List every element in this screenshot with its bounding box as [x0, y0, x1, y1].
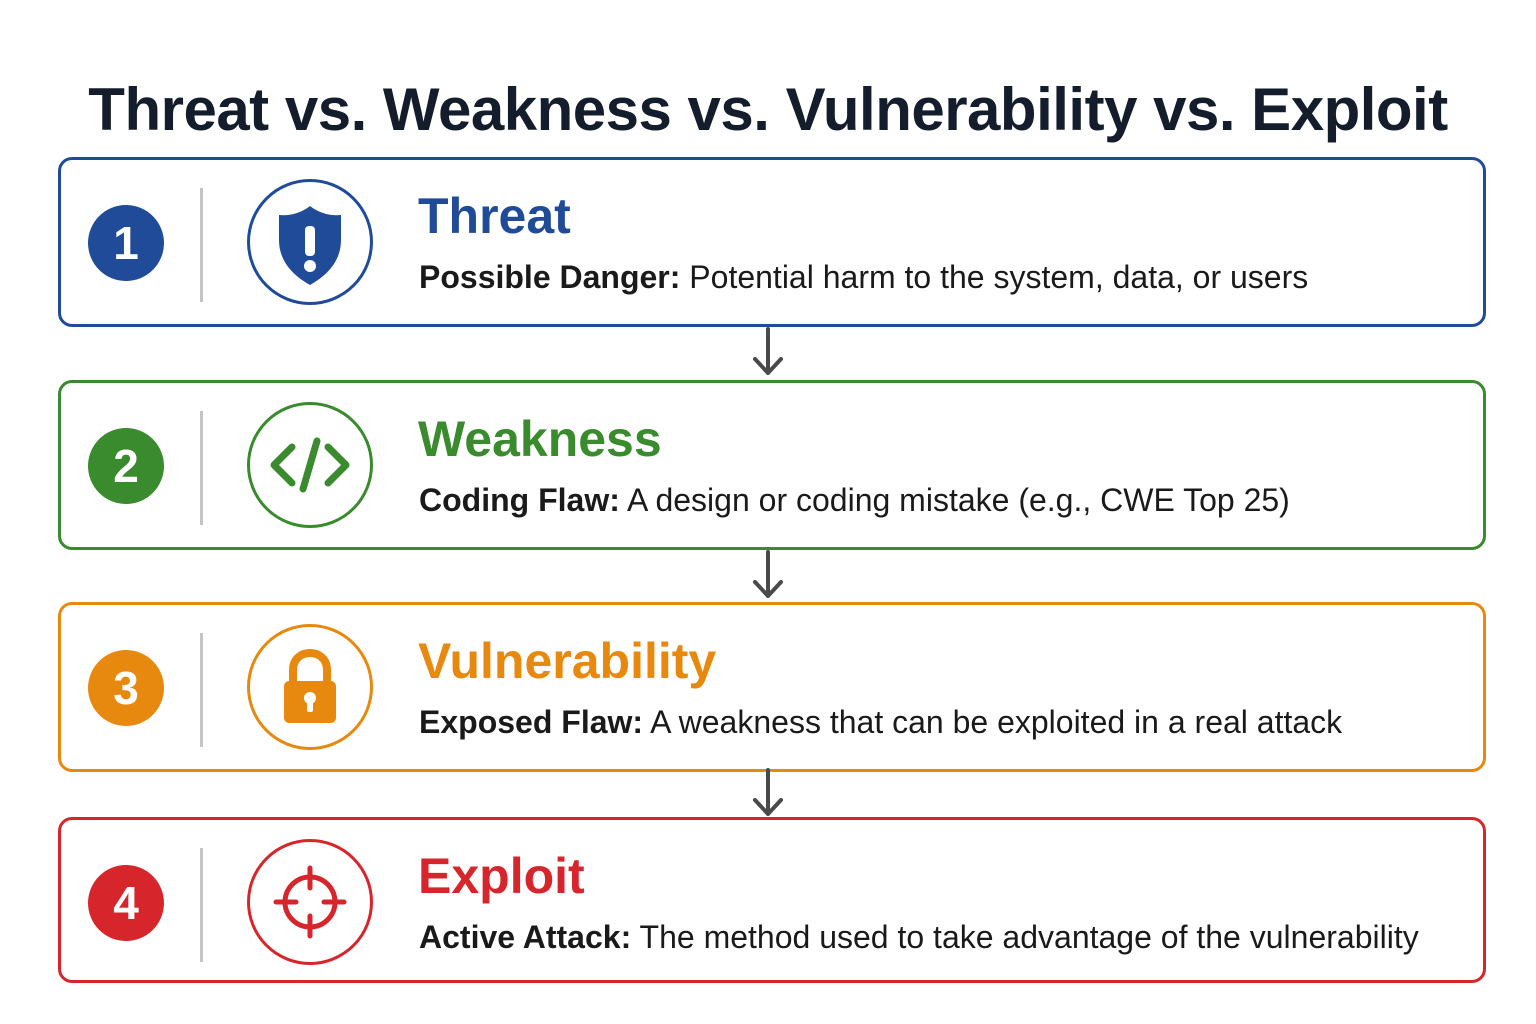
step-card-threat: 1 Threat Possible Danger: Potential harm…	[58, 157, 1486, 327]
icon-circle	[247, 839, 373, 965]
step-number-badge: 4	[88, 865, 164, 941]
step-description-text: A design or coding mistake (e.g., CWE To…	[626, 482, 1290, 518]
shield-alert-icon	[279, 206, 341, 285]
step-card-weakness: 2 Weakness Coding Flaw: A design or codi…	[58, 380, 1486, 550]
step-description-label: Coding Flaw:	[419, 482, 620, 518]
icon-circle	[247, 624, 373, 750]
step-title: Threat	[418, 188, 571, 244]
crosshair-target-icon	[273, 865, 347, 939]
step-number-badge: 3	[88, 650, 164, 726]
step-title: Weakness	[418, 411, 662, 467]
step-number-badge: 2	[88, 428, 164, 504]
step-description-label: Possible Danger:	[419, 259, 681, 295]
step-card-exploit: 4 Exploit Active Attack: The method used…	[58, 817, 1486, 983]
step-description: Exposed Flaw: A weakness that can be exp…	[419, 702, 1342, 742]
icon-circle	[247, 179, 373, 305]
step-number-badge: 1	[88, 205, 164, 281]
code-icon	[270, 437, 350, 493]
down-arrow-icon	[748, 768, 788, 820]
step-description: Coding Flaw: A design or coding mistake …	[419, 480, 1290, 520]
step-title: Exploit	[418, 848, 585, 904]
divider	[200, 848, 203, 962]
step-title: Vulnerability	[418, 633, 717, 689]
step-description-text: A weakness that can be exploited in a re…	[650, 704, 1343, 740]
step-description-label: Active Attack:	[419, 919, 632, 955]
down-arrow-icon	[748, 550, 788, 602]
step-description: Active Attack: The method used to take a…	[419, 917, 1419, 957]
step-card-vulnerability: 3 Vulnerability Exposed Flaw: A weakness…	[58, 602, 1486, 772]
icon-circle	[247, 402, 373, 528]
step-description-text: Potential harm to the system, data, or u…	[689, 259, 1309, 295]
step-description-text: The method used to take advantage of the…	[639, 919, 1419, 955]
padlock-icon	[284, 648, 336, 723]
page-title: Threat vs. Weakness vs. Vulnerability vs…	[88, 76, 1448, 144]
step-description-label: Exposed Flaw:	[419, 704, 644, 740]
divider	[200, 188, 203, 302]
divider	[200, 633, 203, 747]
step-description: Possible Danger: Potential harm to the s…	[419, 257, 1308, 297]
divider	[200, 411, 203, 525]
down-arrow-icon	[748, 327, 788, 379]
